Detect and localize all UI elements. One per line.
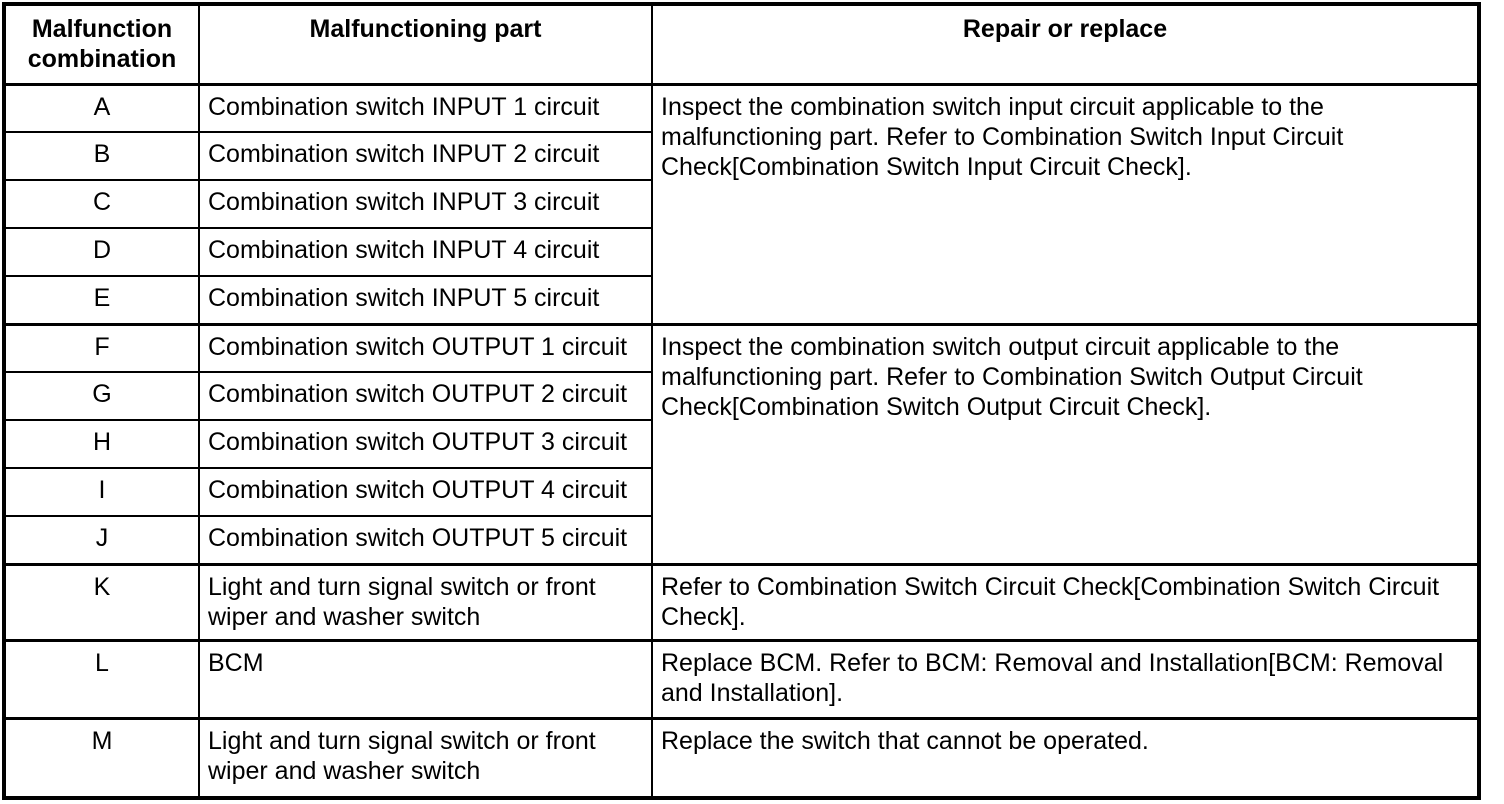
combo-cell-f: F <box>3 322 200 373</box>
table-row-a: A Combination switch INPUT 1 circuit Ins… <box>3 83 1480 325</box>
part-cell-g: Combination switch OUTPUT 2 circuit <box>198 371 653 421</box>
repair-cell-l: Replace BCM. Refer to BCM: Removal and I… <box>651 638 1480 719</box>
combo-cell-d: D <box>3 227 200 277</box>
table-row-h: H Combination switch OUTPUT 3 circuit <box>3 419 1479 469</box>
combo-cell-g: G <box>3 371 200 421</box>
combo-cell-i: I <box>3 467 200 517</box>
header-row: Malfunction combination Malfunctioning p… <box>3 3 1480 86</box>
table-row-l: L BCM Replace BCM. Refer to BCM: Removal… <box>3 638 1480 719</box>
combo-cell-m: M <box>3 716 200 799</box>
table-row-f: F Combination switch OUTPUT 1 circuit In… <box>3 322 1480 565</box>
combo-cell-h: H <box>3 419 200 469</box>
table-row-b: B Combination switch INPUT 2 circuit <box>3 131 1479 181</box>
part-cell-b: Combination switch INPUT 2 circuit <box>198 131 653 181</box>
repair-cell-output-group: Inspect the combination switch output ci… <box>651 322 1480 565</box>
combo-cell-a: A <box>3 83 200 133</box>
table-row-c: C Combination switch INPUT 3 circuit <box>3 179 1479 229</box>
part-cell-d: Combination switch INPUT 4 circuit <box>198 227 653 277</box>
part-cell-f: Combination switch OUTPUT 1 circuit <box>198 322 653 373</box>
header-repair-or-replace: Repair or replace <box>651 3 1480 86</box>
combo-cell-k: K <box>3 562 200 641</box>
table-row-g: G Combination switch OUTPUT 2 circuit <box>3 371 1479 421</box>
malfunction-combination-table: Malfunction combination Malfunctioning p… <box>2 2 1481 800</box>
part-cell-l: BCM <box>198 638 653 719</box>
repair-cell-m: Replace the switch that cannot be operat… <box>651 716 1480 799</box>
table-row-i: I Combination switch OUTPUT 4 circuit <box>3 467 1479 517</box>
part-cell-k: Light and turn signal switch or front wi… <box>198 562 653 641</box>
table-row-m: M Light and turn signal switch or front … <box>3 716 1480 799</box>
table-row-e: E Combination switch INPUT 5 circuit <box>3 275 1479 325</box>
part-cell-a: Combination switch INPUT 1 circuit <box>198 83 653 133</box>
combo-cell-c: C <box>3 179 200 229</box>
combo-cell-e: E <box>3 275 200 325</box>
part-cell-j: Combination switch OUTPUT 5 circuit <box>198 515 653 565</box>
part-cell-e: Combination switch INPUT 5 circuit <box>198 275 653 325</box>
table-row-k: K Light and turn signal switch or front … <box>3 562 1480 641</box>
repair-cell-k: Refer to Combination Switch Circuit Chec… <box>651 562 1480 641</box>
part-cell-h: Combination switch OUTPUT 3 circuit <box>198 419 653 469</box>
repair-cell-input-group: Inspect the combination switch input cir… <box>651 83 1480 325</box>
part-cell-i: Combination switch OUTPUT 4 circuit <box>198 467 653 517</box>
header-malfunction-combination: Malfunction combination <box>3 3 200 86</box>
table-row-d: D Combination switch INPUT 4 circuit <box>3 227 1479 277</box>
combo-cell-b: B <box>3 131 200 181</box>
part-cell-c: Combination switch INPUT 3 circuit <box>198 179 653 229</box>
header-malfunctioning-part: Malfunctioning part <box>198 3 653 86</box>
table-row-j: J Combination switch OUTPUT 5 circuit <box>3 515 1479 565</box>
combo-cell-l: L <box>3 638 200 719</box>
combo-cell-j: J <box>3 515 200 565</box>
part-cell-m: Light and turn signal switch or front wi… <box>198 716 653 799</box>
